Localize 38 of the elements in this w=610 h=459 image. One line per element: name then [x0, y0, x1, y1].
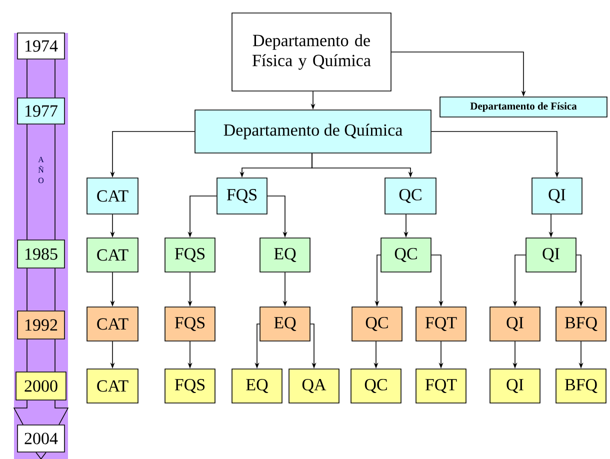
group-box: FQS	[164, 238, 216, 272]
year-box: 1985	[17, 240, 65, 268]
group-box: CAT	[86, 368, 138, 404]
group-box: CAT	[86, 178, 138, 214]
timeline-arrow	[26, 268, 56, 311]
group-box: CAT	[86, 306, 138, 342]
group-box: FQS	[216, 178, 268, 214]
group-box: QI	[490, 368, 540, 404]
group-box: QC	[352, 306, 402, 342]
department-box: Departamento de Física	[440, 96, 608, 118]
department-box: Departamento de Química	[194, 110, 432, 154]
group-box: QI	[526, 238, 576, 272]
group-box: BFQ	[556, 306, 606, 342]
group-box: FQS	[164, 306, 216, 342]
timeline-arrow	[26, 124, 56, 240]
year-box: 1974	[17, 32, 65, 60]
year-box: 2004	[17, 424, 65, 452]
group-box: FQS	[164, 368, 216, 404]
timeline-arrow	[26, 59, 56, 98]
group-box: QI	[490, 306, 540, 342]
group-box: QC	[380, 238, 432, 272]
group-box: QI	[532, 178, 582, 214]
group-box: EQ	[232, 368, 282, 404]
group-box: CAT	[86, 238, 138, 272]
group-box: QC	[350, 368, 402, 404]
group-box: EQ	[260, 306, 310, 342]
group-box: QA	[288, 368, 340, 404]
group-box: QC	[384, 178, 436, 214]
group-box: FQT	[416, 306, 466, 342]
department-box: Departamento de Física y Química	[232, 12, 392, 92]
timeline-arrow	[26, 339, 56, 372]
group-box: EQ	[260, 238, 310, 272]
group-box: BFQ	[556, 368, 606, 404]
year-box: 1977	[17, 98, 65, 124]
year-box: 1992	[17, 310, 65, 340]
group-box: FQT	[416, 368, 466, 404]
year-box: 2000	[16, 372, 66, 400]
timeline-arrow	[13, 400, 69, 425]
